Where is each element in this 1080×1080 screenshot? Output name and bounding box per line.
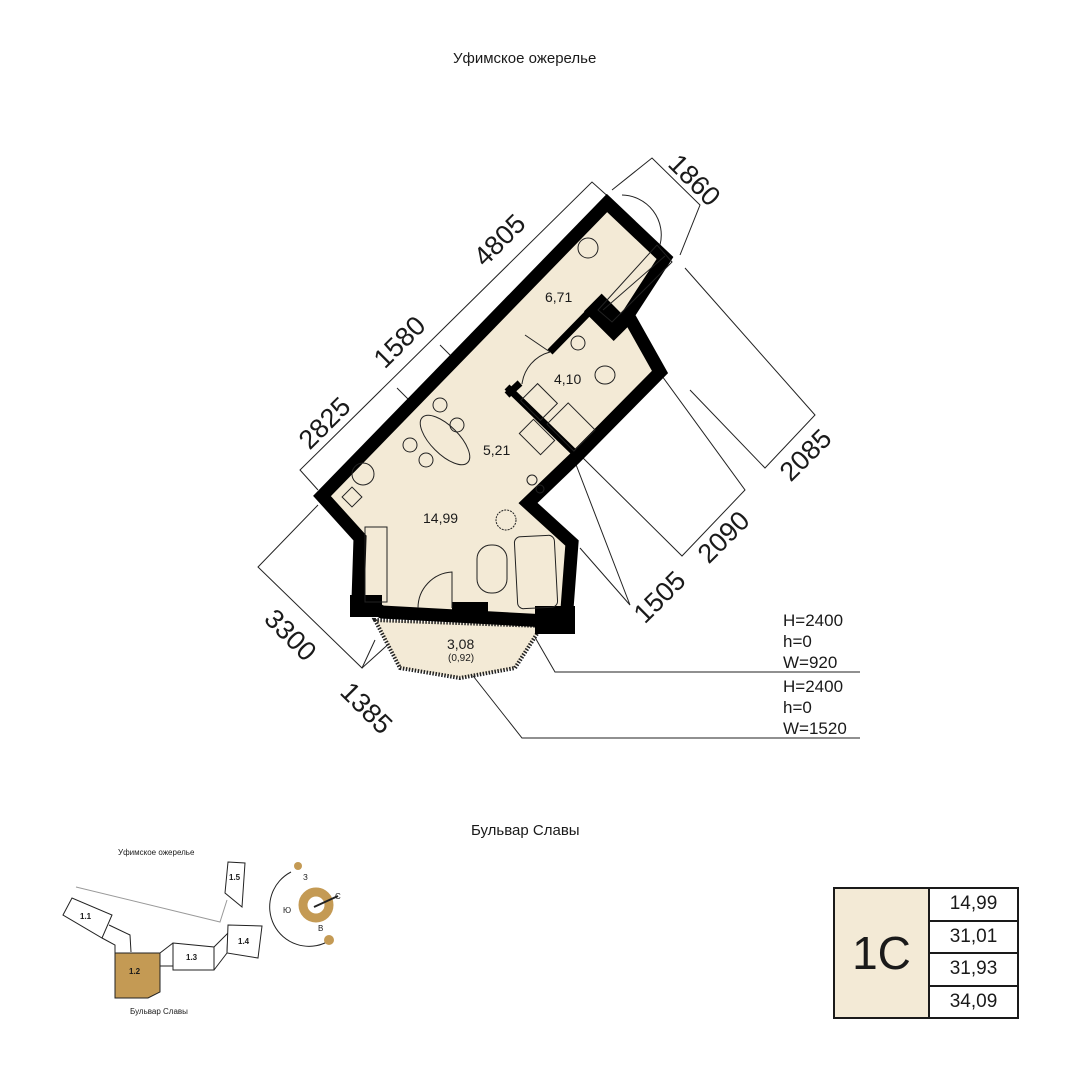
room-area-living: 14,99	[423, 510, 459, 526]
balcony	[371, 617, 546, 681]
summary-value: 34,09	[949, 990, 998, 1012]
room-area-kitchen: 5,21	[483, 442, 511, 458]
window-width: W=920	[783, 653, 838, 672]
section-label: 1.1	[80, 912, 92, 921]
key-plan-street-top: Уфимское ожерелье	[118, 848, 195, 857]
summary-value: 31,93	[930, 954, 1017, 987]
compass-north: С	[335, 892, 341, 901]
room-area-balcony-reduced: (0,92)	[448, 653, 475, 664]
compass-east: В	[318, 924, 324, 933]
apartment-type: 1С	[835, 889, 930, 1017]
section-label: 1.5	[229, 873, 241, 882]
room-area-balcony: 3,08	[447, 636, 475, 652]
compass-west: З	[303, 873, 308, 882]
summary-value: 14,99	[930, 889, 1017, 922]
apartment-summary-table: 1С 14,99 31,01 31,93 34,09	[833, 887, 1019, 1019]
furniture	[341, 237, 616, 610]
apartment-walls	[313, 193, 674, 629]
section-label: 1.3	[186, 953, 198, 962]
key-plan-street-bottom: Бульвар Славы	[130, 1007, 188, 1016]
window-height: H=2400	[783, 677, 844, 696]
compass-south: Ю	[283, 906, 292, 915]
room-area-bathroom: 4,10	[554, 371, 582, 387]
interior-walls	[504, 305, 596, 459]
doors	[417, 194, 662, 609]
window-width: W=1520	[783, 719, 847, 738]
window-height: H=2400	[783, 611, 844, 630]
wardrobe	[597, 244, 673, 323]
section-label: 1.4	[238, 937, 250, 946]
window-spec-1: H=2400 h=0 W=920	[783, 610, 843, 673]
street-label-bottom: Бульвар Славы	[471, 822, 580, 839]
room-area-hall: 6,71	[545, 289, 573, 305]
summary-value: 31,01	[930, 922, 1017, 954]
section-label: 1.2	[129, 967, 141, 976]
window-sill: h=0	[783, 632, 812, 651]
street-label-top: Уфимское ожерелье	[453, 50, 597, 67]
window-sill: h=0	[783, 698, 812, 717]
window-spec-2: H=2400 h=0 W=1520	[783, 676, 847, 739]
